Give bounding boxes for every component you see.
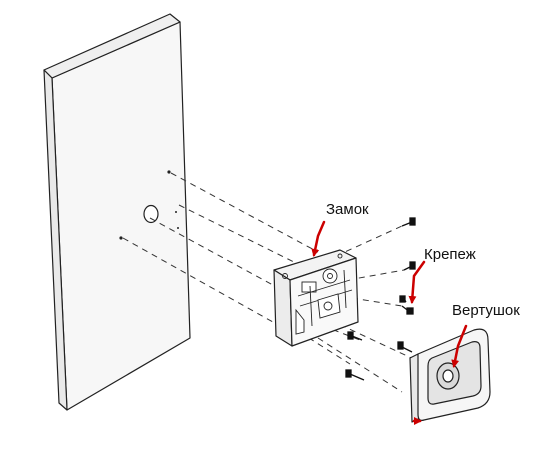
screw-1 (401, 217, 416, 227)
door-screw-holes (119, 170, 179, 240)
lock-mechanism (282, 253, 353, 335)
screws (345, 217, 416, 381)
screw-4 (399, 295, 407, 303)
screw-3 (401, 305, 414, 315)
screw-7 (345, 369, 365, 381)
knob-label: Вертушок (452, 302, 520, 319)
door-cylinder-hole (143, 204, 159, 224)
pointer-arrows (311, 220, 468, 425)
lock-label: Замок (326, 201, 369, 218)
lock-pointer-arrow (311, 220, 326, 257)
knob-pointer-arrow (451, 324, 468, 368)
screw-6 (397, 341, 413, 353)
mounting-pointer-arrow (408, 260, 426, 304)
mounting-label: Крепеж (424, 246, 476, 263)
door-panel (43, 13, 191, 411)
knob (436, 362, 460, 390)
screw-2 (403, 261, 416, 271)
lock-body (273, 249, 359, 347)
screw-5 (347, 331, 363, 341)
